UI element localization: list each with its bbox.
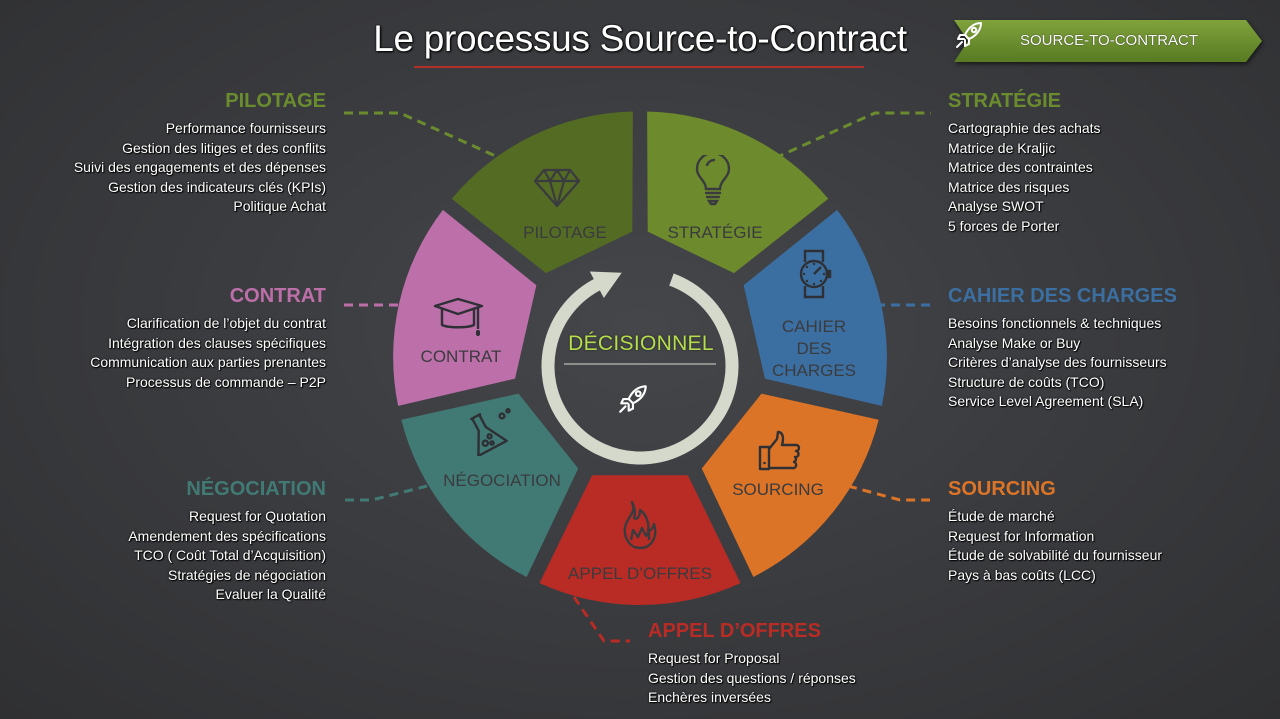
segment-label-cahier: CAHIER DES CHARGES (771, 317, 857, 380)
list-item: Matrice de Kraljic (948, 139, 1056, 156)
panel-heading-sourcing: SOURCING (948, 478, 1056, 500)
diamond-icon (534, 168, 580, 208)
list-item: Matrice des contraintes (948, 159, 1093, 175)
list-item: Amendement des spécifications (128, 527, 326, 544)
title-underline (414, 66, 864, 68)
list-item: Communication aux parties prenantes (90, 354, 326, 370)
list-item: Structure de coûts (TCO) (948, 373, 1105, 390)
flask-icon (469, 408, 511, 456)
list-item: Cartographie des achats (948, 120, 1101, 136)
list-item: Suivi des engagements et des dépenses (73, 159, 326, 175)
list-item: Étude de solvabilité du fournisseur (948, 547, 1163, 563)
list-item: Processus de commande – P2P (126, 373, 326, 390)
fire-icon (623, 500, 657, 550)
panel-heading-cahier: CAHIER DES CHARGES (948, 285, 1177, 307)
list-item: Request for Quotation (189, 508, 326, 524)
segment-strategie (647, 111, 829, 274)
segment-negociation (401, 393, 579, 577)
list-item: Analyse Make or Buy (948, 334, 1081, 351)
list-item: 5 forces de Porter (948, 217, 1060, 234)
connector-strategie (774, 111, 931, 160)
badge-label: SOURCE-TO-CONTRACT (1020, 32, 1199, 49)
segment-pilotage (451, 111, 633, 274)
list-item: Evaluer la Qualité (215, 586, 326, 602)
segment-contrat (393, 209, 537, 406)
panel-heading-contrat: CONTRAT (229, 285, 326, 307)
segment-sourcing (701, 393, 879, 577)
connector-appel (572, 596, 630, 643)
list-item: Performance fournisseurs (165, 120, 326, 136)
list-item: Intégration des clauses spécifiques (108, 334, 326, 351)
list-item: Request for Proposal (648, 650, 780, 666)
thumbs-up-icon (758, 430, 801, 471)
list-item: Gestion des questions / réponses (648, 669, 856, 686)
segment-label-strategie: STRATÉGIE (667, 223, 763, 242)
panel-heading-strategie: STRATÉGIE (948, 90, 1061, 112)
rocket-icon (619, 385, 647, 413)
panel-contrat: CONTRAT Clarification de l’objet du cont… (40, 285, 326, 392)
page-title: Le processus Source-to-Contract (373, 18, 907, 59)
list-item: TCO ( Coût Total d’Acquisition) (134, 547, 326, 563)
segment-label-appel: APPEL D’OFFRES (568, 564, 712, 583)
cycle-arrow (541, 271, 739, 465)
segment-label-pilotage: PILOTAGE (523, 223, 607, 242)
list-item: Matrice des risques (948, 178, 1070, 195)
watch-icon (799, 249, 832, 299)
list-item: Politique Achat (233, 198, 326, 214)
center-divider (564, 363, 716, 365)
ribbon-shape (954, 20, 1262, 62)
panel-heading-appel: APPEL D’OFFRES (648, 620, 821, 642)
rocket-icon (956, 22, 982, 48)
list-item: Enchères inversées (648, 689, 771, 705)
center-label: DÉCISIONNEL (568, 332, 714, 355)
segment-appel (539, 475, 741, 605)
list-item: Pays à bas coûts (LCC) (948, 566, 1096, 583)
segment-label-contrat: CONTRAT (420, 347, 502, 366)
lightbulb-icon (695, 155, 731, 206)
list-item: Gestion des litiges et des conflits (122, 139, 326, 156)
list-item: Request for Information (948, 527, 1095, 544)
list-item: Besoins fonctionnels & techniques (948, 315, 1162, 331)
connector-lines (344, 111, 932, 643)
graduation-cap-icon (433, 297, 484, 336)
list-item: Étude de marché (948, 508, 1055, 524)
connector-sourcing (847, 484, 930, 502)
list-item: Service Level Agreement (SLA) (948, 393, 1144, 409)
list-item: Stratégies de négociation (168, 566, 326, 583)
segment-label-negociation: NÉGOCIATION (443, 471, 561, 490)
list-item: Analyse SWOT (948, 198, 1044, 214)
list-item: Critères d’analyse des fournisseurs (948, 354, 1167, 370)
panel-cahier: CAHIER DES CHARGES Besoins fonctionnels … (948, 285, 1268, 412)
source-to-contract-badge: SOURCE-TO-CONTRACT (954, 20, 1262, 62)
connector-pilotage (344, 111, 501, 160)
list-item: Clarification de l’objet du contrat (126, 315, 326, 331)
panel-heading-negociation: NÉGOCIATION (186, 478, 326, 500)
panel-heading-pilotage: PILOTAGE (225, 90, 326, 112)
segment-label-sourcing: SOURCING (732, 480, 824, 499)
list-item: Gestion des indicateurs clés (KPIs) (108, 178, 326, 195)
segment-cahier (743, 209, 887, 406)
connector-negociation (345, 484, 428, 502)
